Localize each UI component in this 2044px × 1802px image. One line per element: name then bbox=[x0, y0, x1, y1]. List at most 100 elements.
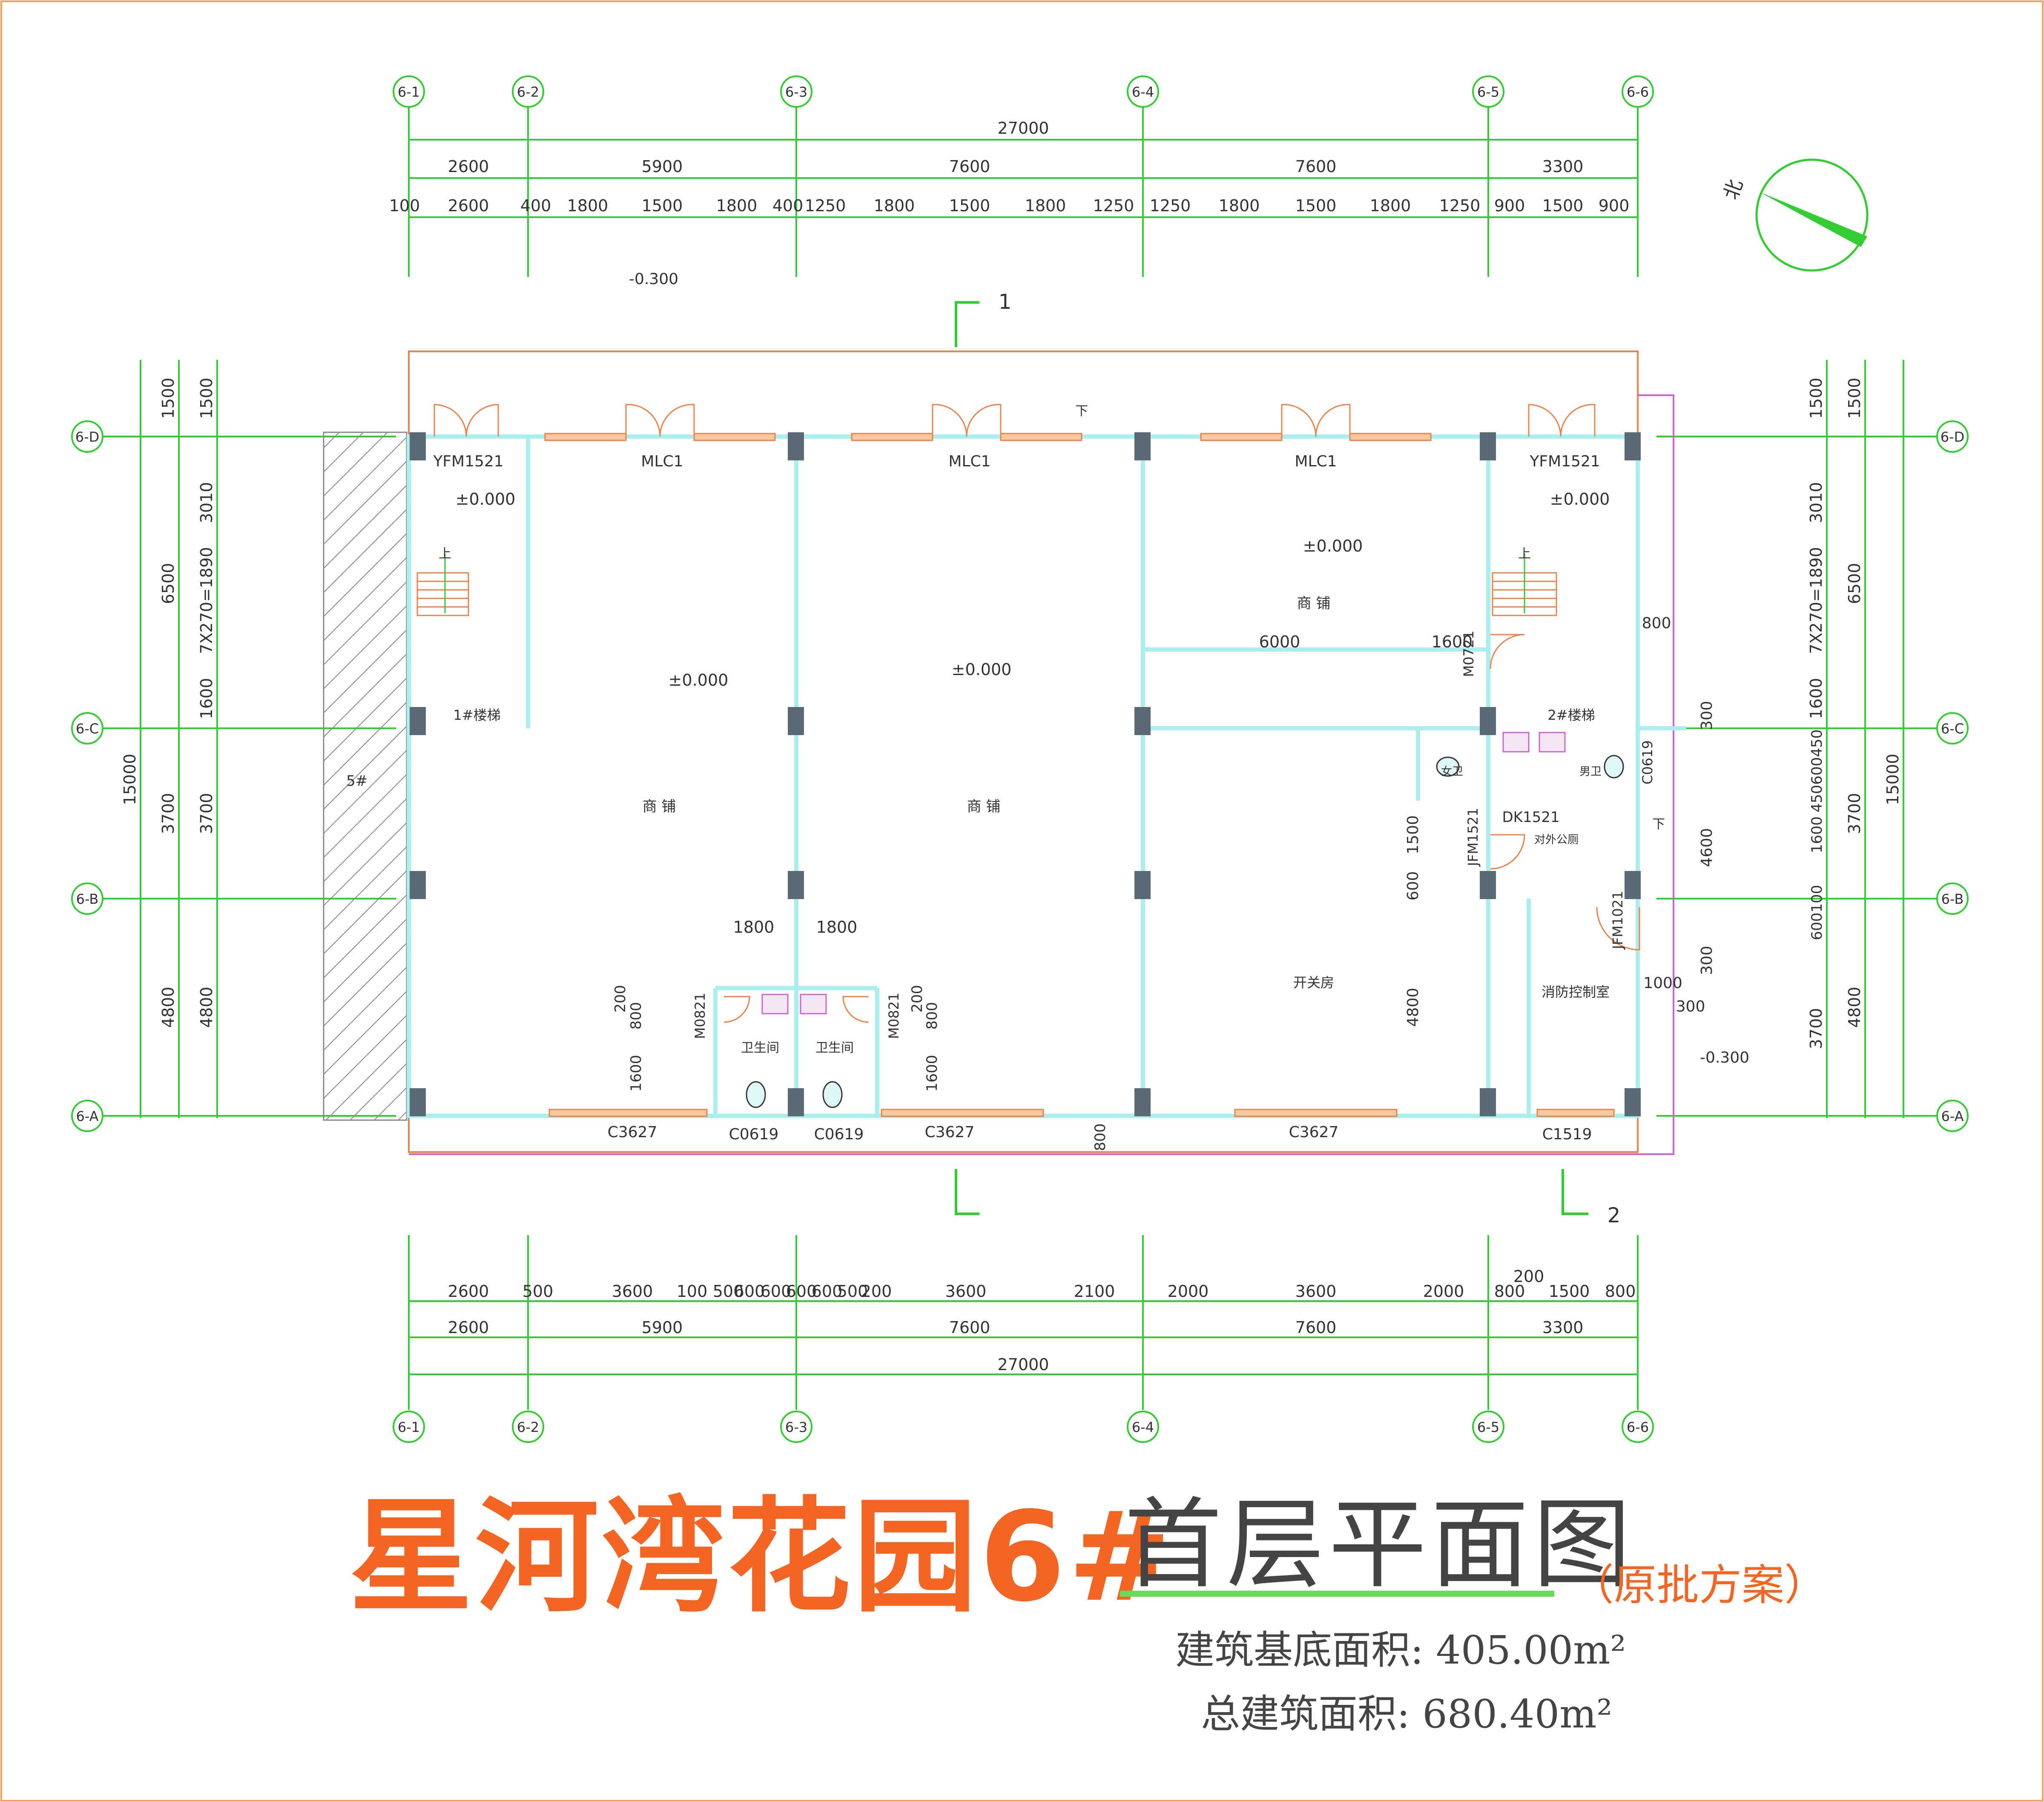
axis-bubble-6-3 bbox=[780, 1411, 812, 1443]
stair-1 bbox=[416, 554, 469, 616]
axis-label-6-A: 6-A bbox=[76, 1108, 98, 1124]
base-area-value: 405.00m² bbox=[1436, 1627, 1626, 1673]
axis-label-6-B: 6-B bbox=[76, 891, 99, 907]
dim-bottom-detail: 600 bbox=[734, 1282, 765, 1301]
dim-stair-right: 300 bbox=[1698, 701, 1716, 730]
axis-bubble-6-1 bbox=[393, 75, 425, 108]
axis-bubble-6-B bbox=[71, 882, 103, 915]
dim-right-mid: 4800 bbox=[1845, 987, 1864, 1028]
dim-bottom-detail: 3600 bbox=[612, 1282, 653, 1301]
dim-bottom-detail: 800 bbox=[1494, 1282, 1525, 1301]
window-c3627: C3627 bbox=[925, 1124, 975, 1141]
door-mlc1: MLC1 bbox=[1295, 453, 1337, 470]
level-mark: ±0.000 bbox=[669, 671, 729, 690]
axis-bubble-6-5 bbox=[1472, 1411, 1504, 1443]
stair-2 bbox=[1492, 554, 1557, 616]
dim-bottom-bay: 7600 bbox=[949, 1318, 990, 1337]
windows bbox=[544, 433, 1615, 1117]
room-female-wc: 女卫 bbox=[1441, 765, 1463, 778]
dim-top-bay: 3300 bbox=[1542, 157, 1584, 176]
compass-label: 北 bbox=[1719, 176, 1747, 203]
dim-right-misc: 600 bbox=[1809, 913, 1826, 940]
dim-top-detail: 1800 bbox=[1219, 196, 1260, 215]
dim-misc-800: 800 bbox=[1642, 615, 1671, 632]
door-mlc1: MLC1 bbox=[641, 453, 683, 470]
dim-top-detail: 1800 bbox=[1370, 196, 1411, 215]
window-c0619: C0619 bbox=[1639, 740, 1656, 785]
dim-left-inner: 3700 bbox=[197, 793, 216, 834]
room-toilet: 卫生间 bbox=[815, 1040, 854, 1055]
axis-bubble-6-5 bbox=[1472, 75, 1504, 108]
axis-label-6-B: 6-B bbox=[1941, 891, 1964, 907]
axis-bubble-6-4 bbox=[1127, 75, 1159, 108]
axis-bubble-6-D bbox=[71, 420, 103, 453]
dim-bottom-detail: 3600 bbox=[1295, 1282, 1337, 1301]
window-c3627: C3627 bbox=[608, 1124, 657, 1141]
axis-label-6-C: 6-C bbox=[76, 721, 99, 737]
dim-right-misc: 600 bbox=[1809, 757, 1826, 785]
dim-bottom-detail: 100 bbox=[677, 1282, 708, 1301]
axis-bubble-6-4 bbox=[1127, 1411, 1159, 1443]
level-mark: ±0.000 bbox=[952, 660, 1012, 679]
axis-label-6-6: 6-6 bbox=[1627, 1419, 1649, 1435]
dim-bottom-detail: 800 bbox=[1605, 1282, 1636, 1301]
level-mark: ±0.000 bbox=[1550, 490, 1610, 509]
drawing-subtitle: 首层平面图 bbox=[1124, 1488, 1636, 1602]
dim-top-detail: 1500 bbox=[642, 196, 683, 215]
dim-bottom-detail: 600 bbox=[786, 1282, 817, 1301]
dim-top-detail: 400 bbox=[520, 196, 551, 215]
dim-right-outer: 15000 bbox=[1883, 754, 1902, 805]
dim-toilet-left: 200 bbox=[612, 985, 629, 1013]
dim-right-mid: 6500 bbox=[1845, 563, 1864, 604]
dim-right-misc: 1600 bbox=[1809, 816, 1826, 854]
dim-top-detail: 100 bbox=[389, 196, 420, 215]
room-fire-control: 消防控制室 bbox=[1542, 984, 1610, 1000]
dim-right-inner: 1500 bbox=[1807, 378, 1826, 419]
neighbor-building-hatch bbox=[323, 431, 408, 1121]
dim-top-bay: 5900 bbox=[642, 157, 683, 176]
axis-label-6-4: 6-4 bbox=[1132, 1419, 1154, 1435]
dim-top-detail: 1800 bbox=[567, 196, 609, 215]
door-m0821: M0821 bbox=[886, 992, 902, 1039]
north-compass-icon bbox=[1755, 158, 1869, 272]
dim-left-inner: 1500 bbox=[197, 378, 216, 419]
dim-bottom-detail: 2000 bbox=[1423, 1282, 1464, 1301]
room-male-wc: 男卫 bbox=[1579, 765, 1602, 778]
total-area-colon: : bbox=[1397, 1691, 1410, 1737]
total-area-label: 总建筑面积 bbox=[1201, 1691, 1397, 1737]
dim-top-detail: 400 bbox=[772, 196, 804, 215]
dim-toilet-right: 1600 bbox=[924, 1055, 941, 1092]
drawing-title: 星河湾花园6# bbox=[349, 1486, 1174, 1629]
dim-bottom-detail: 1500 bbox=[1549, 1282, 1590, 1301]
dim-bottom-bay: 3300 bbox=[1542, 1318, 1584, 1337]
axis-label-6-2: 6-2 bbox=[517, 84, 539, 100]
dim-left-inner: 1600 bbox=[197, 678, 216, 719]
axis-bubble-6-A bbox=[71, 1100, 103, 1132]
dim-switch-vert: 600 bbox=[1404, 871, 1422, 901]
dim-switch-vert: 4800 bbox=[1404, 988, 1422, 1027]
dim-toilet-width: 1800 bbox=[733, 918, 775, 937]
dim-right-misc: 3700 bbox=[1807, 1008, 1826, 1049]
dim-top-bay: 2600 bbox=[448, 157, 489, 176]
dim-left-mid: 4800 bbox=[159, 987, 178, 1028]
axis-bubble-6-2 bbox=[512, 1411, 544, 1443]
dim-bottom-detail: 500 bbox=[522, 1282, 554, 1301]
total-area-row: 总建筑面积: 680.40m² bbox=[1201, 1682, 1612, 1739]
section-number: 1 bbox=[999, 290, 1012, 314]
dim-top-detail: 1800 bbox=[874, 196, 915, 215]
axis-bubble-6-3 bbox=[780, 75, 812, 108]
level-mark: -0.300 bbox=[1700, 1049, 1749, 1066]
total-area-value: 680.40m² bbox=[1422, 1691, 1613, 1737]
dim-top-detail: 1500 bbox=[1295, 196, 1337, 215]
door-swings bbox=[433, 404, 1640, 1023]
dim-left-inner: 3010 bbox=[197, 482, 216, 523]
dim-bottom-detail: 200 bbox=[861, 1282, 892, 1301]
dim-bottom-detail: 500 bbox=[837, 1282, 868, 1301]
room-toilet: 卫生间 bbox=[741, 1040, 779, 1055]
room-public-wc: 对外公厕 bbox=[1534, 833, 1579, 846]
dim-toilet-width: 1800 bbox=[816, 918, 858, 937]
door-yfm1521: YFM1521 bbox=[1529, 453, 1600, 470]
dim-top-bay: 7600 bbox=[949, 157, 990, 176]
